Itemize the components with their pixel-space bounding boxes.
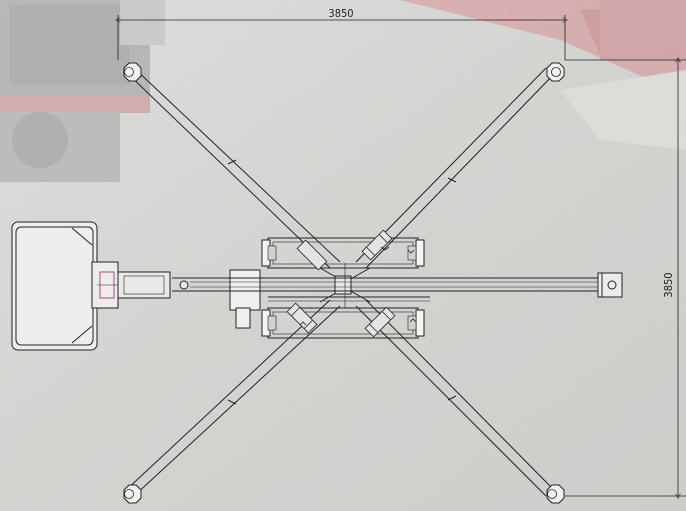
pad-top-right: [546, 62, 565, 82]
outrigger-legs: [123, 67, 557, 497]
outrigger-pads: [123, 62, 565, 504]
height-dimension: [565, 60, 686, 496]
machinery-silhouette: [0, 0, 165, 182]
width-dimension: [118, 15, 565, 60]
platform-basket: [11, 221, 119, 351]
pad-top-left: [123, 62, 142, 82]
pad-bottom-left: [123, 484, 142, 504]
detail-marks: [299, 246, 417, 326]
height-dimension-label: 3850: [662, 272, 675, 297]
pad-bottom-right: [546, 484, 565, 504]
outrigger-leg-top-right: [355, 67, 557, 269]
chassis: [261, 237, 425, 339]
outrigger-cylinders: [286, 229, 396, 338]
width-dimension-label: 3850: [328, 7, 353, 20]
main-boom: [172, 272, 623, 302]
outrigger-leg-top-left: [123, 67, 341, 269]
turret: [229, 263, 371, 329]
